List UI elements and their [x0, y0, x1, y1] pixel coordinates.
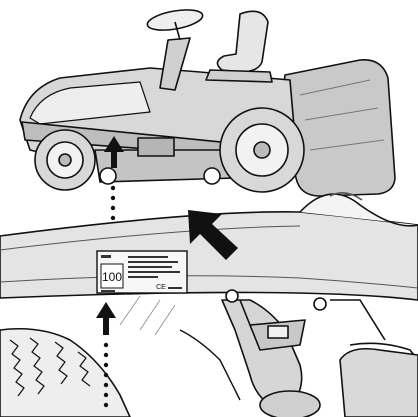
identification-label: 100 CE: [97, 251, 187, 293]
steering-wheel: [146, 6, 204, 33]
bottom-pointer-arrow: [96, 302, 116, 335]
ce-mark: CE: [156, 284, 166, 291]
riding-mower: [20, 6, 395, 196]
grass-collector: [282, 60, 395, 196]
seat: [217, 11, 268, 72]
label-value: 100: [102, 270, 122, 284]
